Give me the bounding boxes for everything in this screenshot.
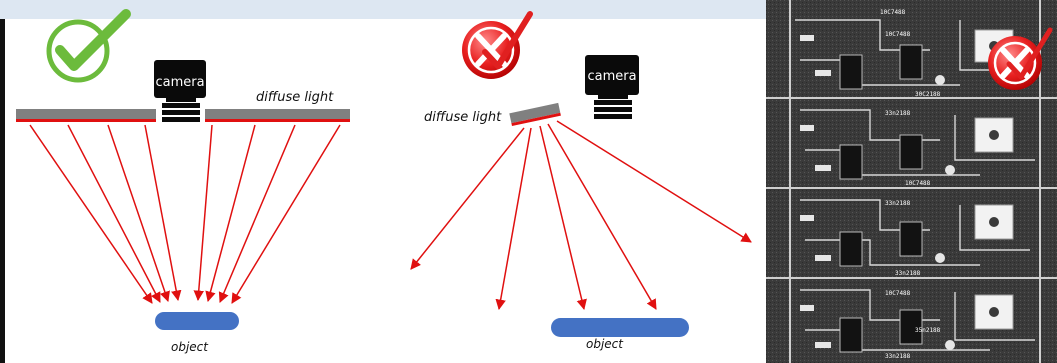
left-panel: camera diffuse light object <box>16 9 350 354</box>
light-panel-right <box>205 109 350 119</box>
light-rays <box>410 120 752 311</box>
part-label: 33n2188 <box>885 353 911 360</box>
object-shape <box>155 312 239 330</box>
check-icon <box>46 9 131 83</box>
middle-panel: camera diffuse light object <box>410 11 752 351</box>
object-label: object <box>586 337 624 351</box>
part-label: 10C7488 <box>880 9 906 16</box>
object-shape <box>551 318 689 337</box>
part-label: 10C7488 <box>885 290 911 297</box>
cross-icon <box>462 11 533 79</box>
pcb-photo: 10C7488 10C7488 30C2188 33n2188 10C7488 … <box>766 0 1057 363</box>
left-edge-bar <box>0 19 5 363</box>
object-label: object <box>171 340 209 354</box>
light-panel-tilted <box>509 102 561 127</box>
part-label: 35n2188 <box>915 327 941 334</box>
diffuse-light-label: diffuse light <box>256 90 334 105</box>
camera-icon: camera <box>585 55 639 119</box>
camera-label: camera <box>155 75 204 90</box>
part-label: 30C2188 <box>915 91 941 98</box>
part-label: 33n2188 <box>885 200 911 207</box>
camera-label: camera <box>587 69 636 84</box>
part-label: 10C7488 <box>885 31 911 38</box>
cross-icon <box>988 27 1053 90</box>
light-rays <box>29 124 341 304</box>
part-label: 10C7488 <box>905 180 931 187</box>
part-label: 33n2188 <box>885 110 911 117</box>
diffuse-light-label: diffuse light <box>424 110 502 125</box>
light-panel-left <box>16 109 156 119</box>
part-label: 33n2188 <box>895 270 921 277</box>
camera-icon: camera <box>154 60 206 122</box>
